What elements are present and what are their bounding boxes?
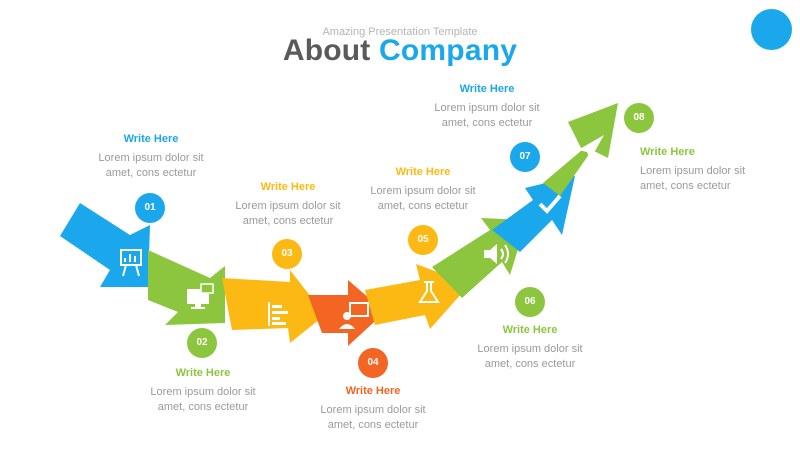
step-body-line: Lorem ipsum dolor sit — [98, 152, 204, 164]
step-text-06: Write Here Lorem ipsum dolor sit amet, co… — [455, 324, 605, 372]
corner-dot — [751, 9, 792, 50]
presentation-board-icon — [120, 249, 142, 277]
checkmark-icon — [538, 194, 562, 214]
step-body-line: Lorem ipsum dolor sit — [150, 386, 256, 398]
step-body-line: amet, cons ectetur — [242, 215, 334, 227]
title-part-2: Company — [379, 34, 518, 67]
step-body-line: amet, cons ectetur — [327, 419, 419, 431]
step-text-03: Write Here Lorem ipsum dolor sit amet, co… — [213, 181, 363, 229]
speaker-icon — [484, 244, 509, 264]
step-heading: Write Here — [395, 166, 451, 178]
step-body-line: Lorem ipsum dolor sit — [320, 404, 426, 416]
step-text-02: Write Here Lorem ipsum dolor sit amet, co… — [128, 367, 278, 415]
step-heading: Write Here — [502, 324, 558, 336]
step-body-line: Lorem ipsum dolor sit — [235, 200, 341, 212]
arrow-segment-08 — [543, 103, 618, 196]
step-heading: Write Here — [640, 146, 695, 158]
step-heading: Write Here — [123, 133, 179, 145]
step-text-01: Write Here Lorem ipsum dolor sit amet, co… — [76, 133, 226, 181]
slide-subtitle: Amazing Presentation Template — [322, 26, 478, 38]
slide-title: About Company — [0, 34, 800, 68]
step-body-line: amet, cons ectetur — [484, 358, 576, 370]
step-body-line: amet, cons ectetur — [377, 200, 469, 212]
bar-chart-icon — [268, 302, 288, 326]
step-badge-08: 08 — [624, 103, 654, 133]
step-body-line: amet, cons ectetur — [105, 167, 197, 179]
step-heading: Write Here — [345, 385, 401, 397]
step-heading: Write Here — [175, 367, 231, 379]
arrow-segment-05 — [365, 264, 470, 329]
step-heading: Write Here — [459, 83, 515, 95]
step-body-line: Lorem ipsum dolor sit — [434, 102, 540, 114]
arrow-segment-07 — [492, 176, 575, 252]
step-text-05: Write Here Lorem ipsum dolor sit amet, co… — [348, 166, 498, 214]
step-heading: Write Here — [260, 181, 316, 193]
step-text-07: Write Here Lorem ipsum dolor sit amet, co… — [412, 83, 562, 131]
step-badge-02: 02 — [187, 328, 217, 358]
step-badge-01: 01 — [135, 193, 165, 223]
step-body-line: Lorem ipsum dolor sit — [477, 343, 583, 355]
arrow-segment-02 — [148, 250, 225, 325]
step-badge-05: 05 — [408, 225, 438, 255]
flask-icon — [418, 281, 440, 303]
step-badge-03: 03 — [272, 239, 302, 269]
step-badge-07: 07 — [510, 142, 540, 172]
step-badge-06: 06 — [515, 287, 545, 317]
step-text-04: Write Here Lorem ipsum dolor sit amet, co… — [298, 385, 448, 433]
step-text-08: Write Here Lorem ipsum dolor sit amet, co… — [640, 146, 750, 194]
step-body-line: amet, cons ectetur — [441, 117, 533, 129]
title-part-1: About — [282, 34, 371, 67]
step-body-line: amet, cons ectetur — [640, 180, 731, 192]
step-body-line: Lorem ipsum dolor sit — [640, 165, 746, 177]
step-body-line: Lorem ipsum dolor sit — [370, 185, 476, 197]
step-badge-04: 04 — [358, 348, 388, 378]
computer-folder-icon — [187, 283, 214, 309]
paper-plane-icon — [578, 135, 604, 160]
presenter-icon — [339, 302, 369, 329]
step-body-line: amet, cons ectetur — [157, 401, 249, 413]
